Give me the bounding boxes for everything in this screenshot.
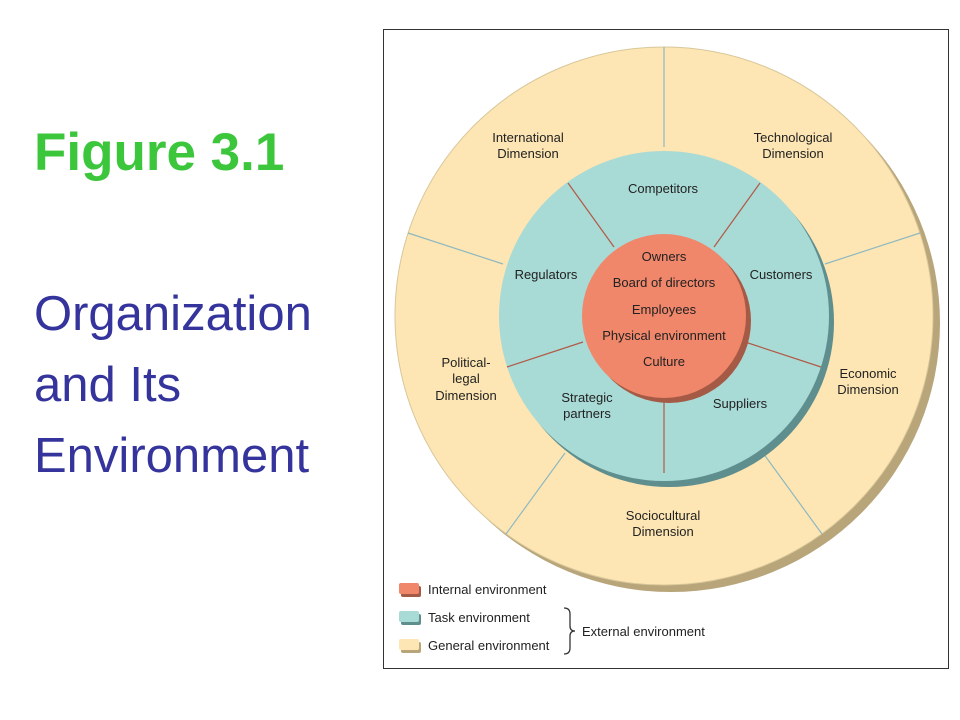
task-dividers (506, 182, 822, 473)
figure-number: Figure 3.1 (34, 123, 285, 182)
legend-brace (563, 607, 576, 655)
title-line-3: Environment (34, 429, 310, 483)
international-label-line-2: Dimension (497, 146, 558, 161)
internal-item-owners: Owners (642, 249, 687, 264)
diagram-panel: International Dimension Technological Di… (383, 29, 949, 669)
political-legal-label-line-3: Dimension (435, 388, 496, 403)
customers-label: Customers (750, 267, 813, 282)
political-legal-label-line-1: Political- (441, 355, 490, 370)
legend-task-swatch (399, 611, 419, 622)
economic-label-line-2: Dimension (837, 382, 898, 397)
title-line-1: Organization (34, 287, 312, 341)
legend-task-label: Task environment (428, 610, 530, 625)
internal-item-board: Board of directors (613, 275, 716, 290)
competitors-label: Competitors (628, 181, 699, 196)
legend-internal-label: Internal environment (428, 582, 547, 597)
legend-general-label: General environment (428, 638, 550, 653)
legend-internal-swatch (399, 583, 419, 594)
technological-label-line-2: Dimension (762, 146, 823, 161)
title-line-2: and Its (34, 358, 182, 412)
internal-circle (582, 234, 746, 398)
regulators-label: Regulators (515, 267, 578, 282)
environment-diagram: International Dimension Technological Di… (394, 46, 940, 655)
sociocultural-label-line-2: Dimension (632, 524, 693, 539)
strategic-partners-label-line-2: partners (563, 406, 611, 421)
legend-external-label: External environment (582, 624, 705, 639)
economic-label-line-1: Economic (839, 366, 897, 381)
legend-general-swatch (399, 639, 419, 650)
international-label-line-1: International (492, 130, 564, 145)
internal-item-physical: Physical environment (602, 328, 726, 343)
sociocultural-label-line-1: Sociocultural (626, 508, 701, 523)
internal-item-culture: Culture (643, 354, 685, 369)
suppliers-label: Suppliers (713, 396, 768, 411)
legend: Internal environment Task environment Ge… (399, 582, 705, 655)
technological-label-line-1: Technological (754, 130, 833, 145)
political-legal-label-line-2: legal (452, 371, 480, 386)
strategic-partners-label-line-1: Strategic (561, 390, 613, 405)
general-dividers (407, 47, 921, 535)
internal-item-employees: Employees (632, 302, 697, 317)
